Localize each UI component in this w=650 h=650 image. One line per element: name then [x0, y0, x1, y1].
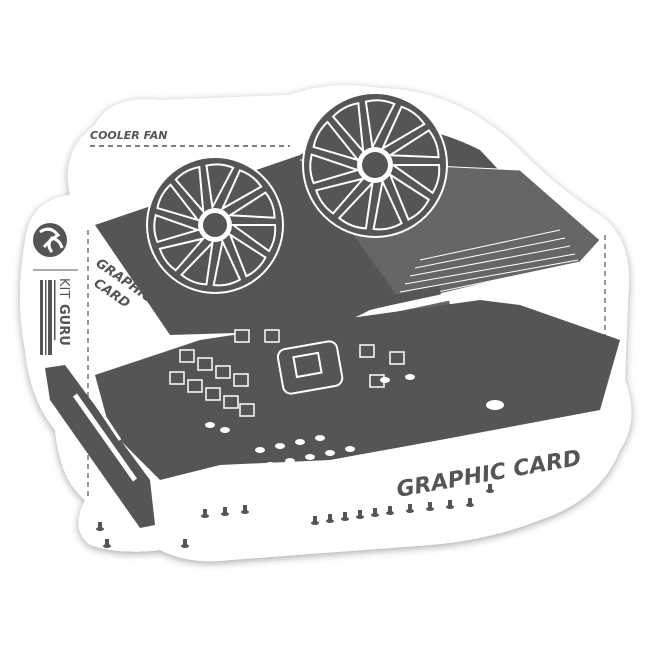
fan-blade	[228, 232, 267, 278]
pcb-board	[95, 300, 620, 480]
fan-blade	[229, 224, 277, 253]
screw-icon	[98, 522, 102, 528]
fan-blade	[205, 163, 235, 211]
vrm-component	[187, 379, 203, 393]
fan-blade	[156, 183, 201, 222]
screw-icon	[243, 505, 247, 511]
screw-icon	[428, 502, 432, 508]
fan-blade	[220, 169, 263, 212]
fan-blade	[153, 213, 201, 244]
fan-blade	[389, 164, 441, 195]
pcb-hole	[285, 458, 295, 464]
screw-icon	[223, 507, 227, 513]
screw-icon	[313, 516, 317, 522]
fan-left	[146, 156, 284, 294]
pcb-hole	[255, 447, 265, 453]
pcb-hole	[315, 435, 325, 441]
fan-blade	[312, 120, 361, 162]
heatsink-fins	[399, 229, 579, 293]
vrm-component	[223, 395, 239, 409]
cooler-fan-label: COOLER FAN	[90, 129, 167, 142]
fan-blade	[331, 102, 365, 155]
vrm-component	[197, 357, 213, 371]
fan-blade	[364, 99, 396, 151]
fan-right	[302, 92, 448, 238]
pcb-hole	[405, 374, 415, 380]
screw-icon	[105, 539, 109, 545]
vrm-component	[205, 387, 221, 401]
fan-blade	[337, 179, 374, 230]
fan-blade	[380, 105, 426, 152]
gpu-die	[276, 340, 344, 395]
kitguru-logo: KIT GURU	[33, 223, 78, 355]
screw-icon	[358, 510, 362, 516]
pcb-hole	[220, 427, 230, 433]
vrm-component	[389, 351, 405, 365]
fan-blade	[386, 129, 440, 159]
fan-blade	[158, 236, 206, 272]
barcode	[40, 280, 56, 355]
pcb-hole	[380, 377, 390, 383]
fan-blade	[372, 178, 403, 231]
vrm-component	[169, 371, 185, 385]
vrm-component	[264, 329, 280, 343]
screw-icon	[183, 539, 187, 545]
fan-blade	[388, 172, 431, 221]
screw-icon	[448, 500, 452, 506]
vrm-component	[234, 329, 250, 343]
pcb-holes	[205, 374, 415, 468]
screw-icon	[488, 484, 492, 490]
pcb-hole	[305, 454, 315, 460]
fan-blade	[227, 191, 276, 219]
vrm-component	[239, 403, 255, 417]
screw-icon	[373, 508, 377, 514]
fan-blade	[212, 238, 242, 287]
pcb-hole	[295, 439, 305, 445]
vrm-component	[359, 344, 375, 358]
screws	[96, 484, 494, 548]
fan-blade	[309, 153, 362, 185]
screw-icon	[468, 498, 472, 504]
fan-blade	[314, 176, 367, 215]
pcb-hole	[265, 462, 275, 468]
vrm-component	[179, 349, 195, 363]
pcb-hole	[345, 446, 355, 452]
io-bracket	[45, 365, 155, 528]
kit-text: KIT	[56, 278, 71, 298]
pcb-hole	[275, 443, 285, 449]
screw-icon	[343, 512, 347, 518]
pcb-hole	[325, 450, 335, 456]
screw-icon	[408, 504, 412, 510]
guru-text: GURU	[56, 304, 71, 346]
vrm-component	[233, 373, 249, 387]
fan-blade	[180, 239, 214, 286]
fan-blade	[174, 165, 205, 215]
pcb-hole	[205, 422, 215, 428]
vrm-component	[215, 365, 231, 379]
screw-icon	[388, 506, 392, 512]
screw-icon	[203, 509, 207, 515]
screw-icon	[328, 514, 332, 520]
